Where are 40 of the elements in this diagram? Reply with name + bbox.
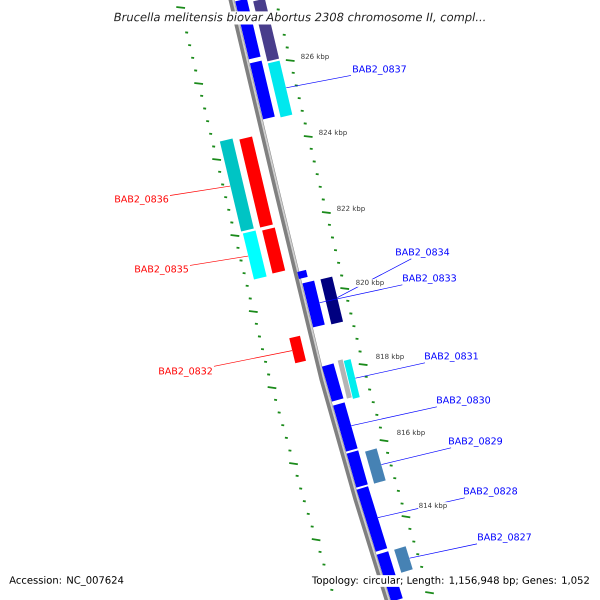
gene-bar — [320, 276, 344, 324]
gene-bar — [333, 402, 358, 452]
gene-label: BAB2_0827 — [478, 533, 531, 543]
leader-line — [319, 284, 403, 304]
gene-label: BAB2_0836 — [115, 195, 168, 205]
gene-bar — [262, 228, 286, 274]
leader-line — [355, 362, 426, 379]
leader-line — [351, 406, 438, 426]
gene-label: BAB2_0830 — [437, 396, 490, 406]
gene-bar — [220, 138, 254, 232]
gene-bar — [356, 486, 388, 552]
gene-bar — [344, 359, 360, 399]
gene-label: BAB2_0832 — [159, 367, 212, 377]
leader-line — [170, 186, 231, 196]
leader-line — [214, 350, 292, 367]
gene-bar — [297, 270, 308, 280]
gene-bar — [302, 280, 325, 328]
gene-label: BAB2_0835 — [135, 265, 188, 275]
gene-bar — [338, 359, 352, 399]
gene-bar — [242, 230, 267, 280]
gene-label: BAB2_0828 — [464, 487, 518, 497]
gene-bar — [289, 336, 306, 364]
summary-label: Topology: circular; Length: 1,156,948 bp; Genes: 1,052 — [310, 575, 591, 587]
gene-label: BAB2_0829 — [449, 437, 502, 447]
gene-label: BAB2_0837 — [353, 65, 406, 75]
gene-bar — [365, 448, 386, 484]
leader-line — [190, 256, 248, 266]
gene-bar — [239, 136, 273, 228]
accession-label: Accession: NC_007624 — [9, 576, 124, 586]
gene-bar — [268, 60, 292, 118]
gene-bar — [394, 546, 413, 573]
leader-line — [409, 544, 478, 559]
gene-label: BAB2_0833 — [403, 274, 456, 284]
leader-line — [286, 75, 352, 88]
gene-bar — [346, 450, 368, 488]
gene-bar — [322, 363, 344, 402]
title: Brucella melitensis biovar Abortus 2308 chromosome II, compl... — [112, 11, 488, 25]
gene-bar — [250, 60, 275, 120]
gene-label: BAB2_0831 — [425, 352, 478, 362]
gene-label: BAB2_0834 — [396, 248, 450, 258]
